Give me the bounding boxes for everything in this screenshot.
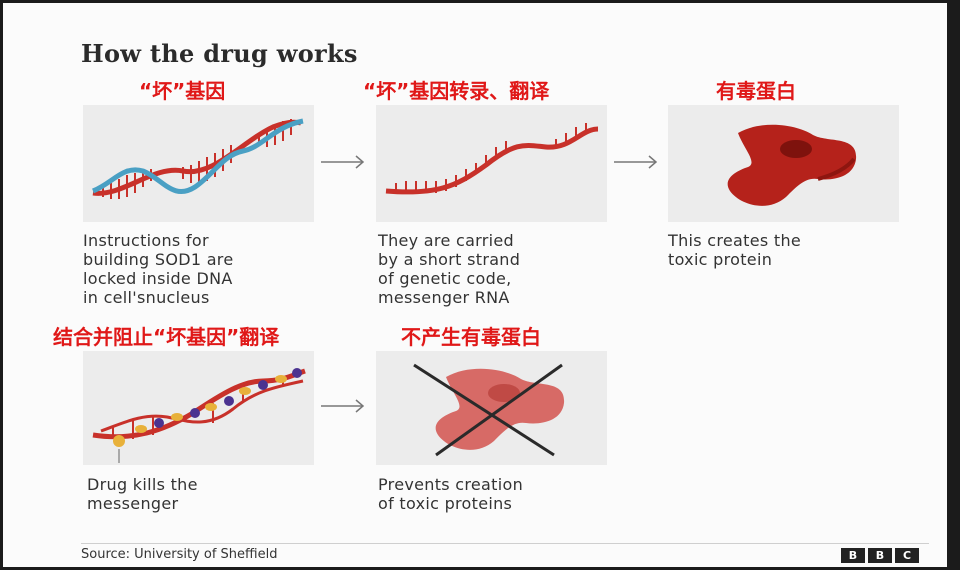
panel-toxic-protein xyxy=(668,105,899,222)
drug-binding-icon xyxy=(92,368,306,463)
rna-icon xyxy=(385,123,599,195)
caption-no-protein: Prevents creation of toxic proteins xyxy=(378,475,524,513)
bbc-logo-letter: B xyxy=(841,548,865,563)
caption-rna: They are carried by a short strand of ge… xyxy=(378,231,521,307)
panel-no-protein xyxy=(376,351,607,465)
caption-drug: Drug kills the messenger xyxy=(87,475,198,513)
arrow-right-icon xyxy=(614,155,658,169)
arrow-right-icon xyxy=(321,155,365,169)
annotation-toxic-protein: 有毒蛋白 xyxy=(716,79,796,103)
caption-dna: Instructions for building SOD1 are locke… xyxy=(83,231,234,307)
panel-drug-binding xyxy=(83,351,314,465)
annotation-no-protein: 不产生有毒蛋白 xyxy=(401,325,541,349)
arrow-right-icon xyxy=(321,399,365,413)
bbc-logo-letter: C xyxy=(895,548,919,563)
annotation-transcription: “坏”基因转录、翻译 xyxy=(363,79,550,103)
caption-toxic-protein: This creates the toxic protein xyxy=(668,231,802,269)
bbc-logo-letter: B xyxy=(868,548,892,563)
dna-icon xyxy=(91,118,304,199)
panel-dna xyxy=(83,105,314,222)
source-text: Source: University of Sheffield xyxy=(81,547,278,562)
annotation-binding: 结合并阻止“坏基因”翻译 xyxy=(53,325,280,349)
annotation-bad-gene: “坏”基因 xyxy=(139,79,226,103)
bbc-logo: B B C xyxy=(841,548,919,563)
crossed-protein-icon xyxy=(413,363,565,457)
toxic-protein-icon xyxy=(727,124,857,206)
footer-divider xyxy=(81,543,929,544)
diagram-title: How the drug works xyxy=(81,39,358,68)
panel-rna xyxy=(376,105,607,222)
slide: How the drug works “坏”基因 “坏”基因转录、翻译 有毒蛋白… xyxy=(3,3,947,567)
